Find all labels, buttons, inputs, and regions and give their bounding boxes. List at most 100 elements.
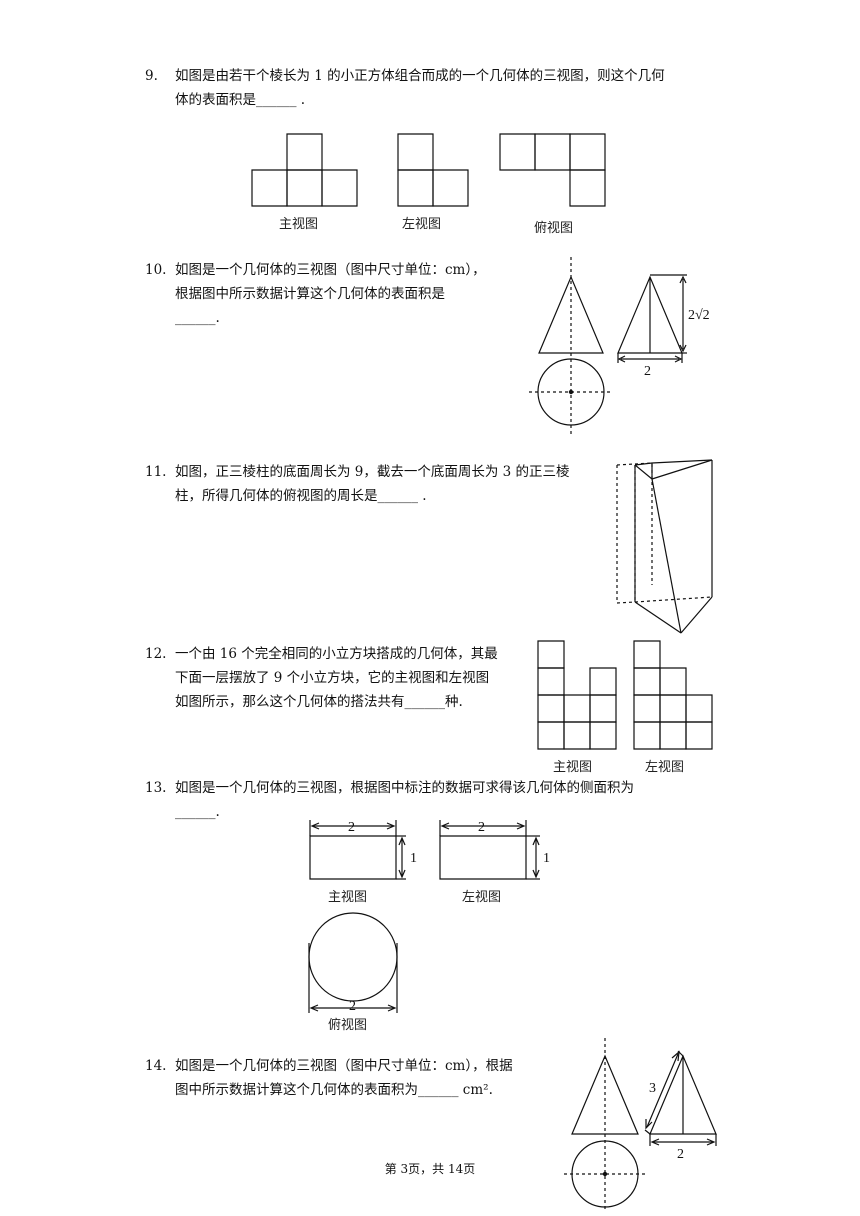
front-view-cell: [322, 170, 357, 206]
height-dimension-label: 2√2: [688, 308, 710, 323]
base-dimension-label: 2: [644, 364, 651, 379]
question-11: 11. 如图，正三棱柱的底面周长为 9，截去一个底面周长为 3 的正三棱 柱，所…: [145, 460, 615, 510]
question-10: 10. 如图是一个几何体的三视图（图中尺寸单位：cm）， 根据图中所示数据计算这…: [145, 258, 515, 332]
arrow-head: [442, 823, 449, 829]
center-point: [602, 1171, 608, 1177]
question-9: 9. 如图是由若干个棱长为 1 的小正方体组合而成的一个几何体的三视图，则这个几…: [145, 64, 745, 114]
front-view-cell: [287, 170, 322, 206]
dimension-label: 1: [410, 851, 417, 866]
question-line: 下面一层摆放了 9 个小立方块，它的主视图和左视图: [175, 670, 490, 686]
q9-three-views-figure: 主视图 左视图 俯视图: [245, 125, 615, 236]
slant-dimension-line: [647, 1054, 678, 1127]
dimension-label: 2: [349, 999, 356, 1014]
question-line: 柱，所得几何体的俯视图的周长是______ .: [175, 488, 427, 504]
question-line: 如图是一个几何体的三视图，根据图中标注的数据可求得该几何体的侧面积为: [175, 780, 634, 796]
q12-two-views-figure: 主视图 左视图: [532, 636, 722, 775]
top-view-cell: [570, 170, 605, 206]
front-view-cell: [538, 668, 564, 695]
arrow-head: [646, 1119, 652, 1128]
question-13: 13. 如图是一个几何体的三视图，根据图中标注的数据可求得该几何体的侧面积为 _…: [145, 776, 745, 826]
question-line: 如图是一个几何体的三视图（图中尺寸单位：cm），: [175, 262, 486, 278]
question-line: 图中所示数据计算这个几何体的表面积为______ cm².: [175, 1082, 493, 1098]
side-view-cell: [634, 668, 660, 695]
question-line: 如图所示，那么这个几何体的搭法共有______种.: [175, 694, 463, 710]
q13-cylinder-three-views-figure: 2 1 2 1 2 主视图 左视图 俯视图: [300, 820, 550, 1033]
top-view-cell: [535, 134, 570, 170]
view-label: 左视图: [462, 890, 501, 905]
slant-dimension-label: 3: [649, 1081, 656, 1096]
arrow-head: [675, 356, 681, 362]
arrow-head: [680, 345, 686, 351]
front-view-cell: [590, 695, 616, 722]
front-view-cell: [564, 722, 590, 749]
arrow-head: [399, 870, 405, 877]
arrow-head: [388, 1005, 395, 1011]
arrow-head: [311, 1005, 318, 1011]
question-number: 11.: [145, 464, 167, 480]
side-view-cell: [634, 722, 660, 749]
arrow-head: [533, 870, 539, 877]
prism-top-edge: [652, 460, 712, 479]
front-view-cell: [564, 695, 590, 722]
arrow-head: [619, 356, 625, 362]
question-number: 12.: [145, 646, 167, 662]
side-view-rectangle: [440, 836, 526, 879]
side-view-cell: [660, 722, 686, 749]
arrow-head: [387, 823, 394, 829]
front-view-cell: [252, 170, 287, 206]
question-line: 根据图中所示数据计算这个几何体的表面积是: [175, 286, 445, 302]
arrow-head: [399, 838, 405, 845]
question-number: 14.: [145, 1058, 167, 1074]
side-view-cell: [398, 134, 433, 170]
view-label: 主视图: [279, 217, 318, 232]
arrow-head: [707, 1139, 714, 1145]
prism-vertical-edge: [652, 479, 681, 633]
side-view-cell: [686, 722, 712, 749]
removed-prism-dashed-edge: [617, 602, 635, 603]
q14-cone-three-views-figure: 3 2: [562, 1034, 722, 1214]
top-view-cell: [570, 134, 605, 170]
question-14: 14. 如图是一个几何体的三视图（图中尺寸单位：cm），根据 图中所示数据计算这…: [145, 1054, 555, 1104]
removed-prism-dashed-edge: [617, 463, 652, 585]
dimension-label: 1: [543, 851, 550, 866]
front-view-cell: [590, 722, 616, 749]
side-view-cell: [660, 668, 686, 695]
arrow-head: [312, 823, 319, 829]
view-label: 俯视图: [328, 1017, 367, 1033]
side-view-cell: [634, 695, 660, 722]
question-line: 一个由 16 个完全相同的小立方块搭成的几何体，其最: [175, 646, 498, 662]
question-number: 10.: [145, 262, 167, 278]
view-label: 左视图: [402, 217, 441, 232]
view-label: 俯视图: [534, 220, 573, 236]
base-dimension-label: 2: [677, 1147, 684, 1162]
front-view-cell: [590, 668, 616, 695]
side-view-cell: [433, 170, 468, 206]
question-line: 如图，正三棱柱的底面周长为 9，截去一个底面周长为 3 的正三棱: [175, 464, 570, 480]
top-view-circle: [309, 913, 397, 1001]
arrow-head: [533, 838, 539, 845]
side-view-cell: [398, 170, 433, 206]
prism-bottom-edge: [635, 602, 681, 633]
dimension-label: 2: [348, 820, 355, 835]
prism-bottom-edge: [681, 597, 712, 633]
prism-top-edge: [635, 465, 652, 479]
hidden-dashed-edge: [635, 597, 712, 602]
dimension-extension-line: [645, 1130, 650, 1134]
arrow-head: [680, 277, 686, 283]
center-point: [568, 389, 574, 395]
question-line: 如图是由若干个棱长为 1 的小正方体组合而成的一个几何体的三视图，则这个几何: [175, 68, 665, 84]
dimension-label: 2: [478, 820, 485, 835]
top-view-cell: [500, 134, 535, 170]
front-view-cell: [538, 695, 564, 722]
question-line: 如图是一个几何体的三视图（图中尺寸单位：cm），根据: [175, 1058, 513, 1074]
q10-cone-three-views-figure: 2√2 2: [525, 255, 710, 437]
front-view-rectangle: [310, 836, 396, 879]
question-line: ______.: [175, 310, 220, 326]
q11-truncated-prism-figure: [612, 455, 717, 637]
front-view-cell: [287, 134, 322, 170]
side-view-cell: [634, 641, 660, 668]
arrow-head: [652, 1139, 659, 1145]
question-line: ______.: [175, 804, 220, 820]
front-view-cell: [538, 641, 564, 668]
side-view-cell: [660, 695, 686, 722]
